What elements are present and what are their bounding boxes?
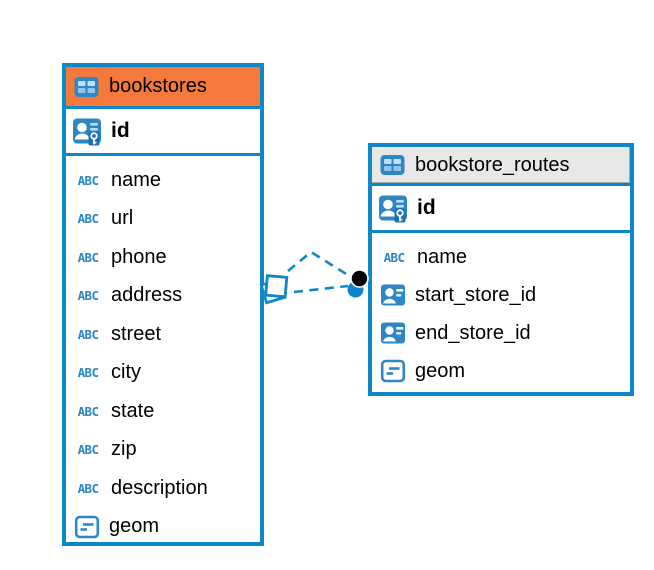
column-row[interactable]: ABC url — [66, 200, 260, 239]
table-icon — [73, 75, 100, 99]
entity-title: bookstores — [109, 75, 207, 97]
entity-title: bookstore_routes — [415, 153, 570, 176]
column-name: geom — [415, 359, 466, 382]
varchar-type-icon: ABC — [77, 249, 99, 265]
column-name: url — [111, 207, 134, 230]
varchar-type-icon: ABC — [77, 288, 99, 304]
entity-bookstores[interactable]: bookstores id ABC name ABC url ABC phone… — [62, 63, 264, 546]
reference-type-icon — [380, 282, 406, 308]
column-row-pk[interactable]: id — [66, 109, 260, 156]
column-name: end_store_id — [415, 321, 531, 344]
column-name: description — [111, 476, 208, 499]
column-row[interactable]: start_store_id — [372, 276, 630, 314]
column-row[interactable]: end_store_id — [372, 314, 630, 352]
column-row-pk[interactable]: id — [372, 186, 630, 233]
column-row[interactable]: geom — [372, 352, 630, 390]
varchar-type-icon: ABC — [77, 480, 99, 496]
column-name: name — [417, 245, 468, 268]
column-name: zip — [111, 438, 137, 461]
column-list: ABC name ABC url ABC phone ABC address A… — [66, 156, 260, 546]
column-name: state — [111, 399, 155, 422]
primary-key-icon — [71, 115, 103, 147]
column-name: geom — [109, 515, 160, 538]
table-icon — [379, 153, 406, 177]
column-name: street — [111, 322, 162, 345]
column-row[interactable]: ABC city — [66, 354, 260, 393]
varchar-type-icon: ABC — [77, 403, 99, 419]
column-name: id — [111, 119, 130, 142]
column-name: address — [111, 284, 183, 307]
varchar-type-icon: ABC — [383, 249, 405, 265]
varchar-type-icon: ABC — [77, 211, 99, 227]
geometry-type-icon — [74, 514, 100, 540]
column-row[interactable]: ABC description — [66, 469, 260, 508]
column-row[interactable]: ABC name — [66, 161, 260, 200]
column-name: phone — [111, 245, 167, 268]
column-name: city — [111, 361, 141, 384]
column-row[interactable]: ABC state — [66, 392, 260, 431]
relationship-line-upper[interactable] — [287, 250, 352, 279]
column-row[interactable]: ABC address — [66, 277, 260, 316]
geometry-type-icon — [380, 358, 406, 384]
primary-key-icon — [377, 192, 409, 224]
column-row[interactable]: ABC phone — [66, 238, 260, 277]
column-row[interactable]: ABC zip — [66, 431, 260, 470]
varchar-type-icon: ABC — [77, 365, 99, 381]
relationship-target-marker[interactable] — [347, 269, 369, 298]
varchar-type-icon: ABC — [77, 172, 99, 188]
relationship-line-lower[interactable] — [293, 284, 349, 294]
relationship-source-marker[interactable] — [259, 274, 289, 305]
column-row[interactable]: ABC name — [372, 238, 630, 276]
column-list: ABC name start_store_id end_store_id geo… — [372, 233, 630, 392]
entity-header-bookstore-routes[interactable]: bookstore_routes — [372, 147, 630, 186]
varchar-type-icon: ABC — [77, 442, 99, 458]
column-row[interactable]: ABC street — [66, 315, 260, 354]
column-name: id — [417, 196, 436, 219]
reference-type-icon — [380, 320, 406, 346]
varchar-type-icon: ABC — [77, 326, 99, 342]
entity-header-bookstores[interactable]: bookstores — [66, 67, 260, 109]
column-name: start_store_id — [415, 283, 537, 306]
entity-bookstore-routes[interactable]: bookstore_routes id ABC name start_store… — [368, 143, 634, 396]
column-name: name — [111, 168, 162, 191]
column-row[interactable]: geom — [66, 508, 260, 547]
